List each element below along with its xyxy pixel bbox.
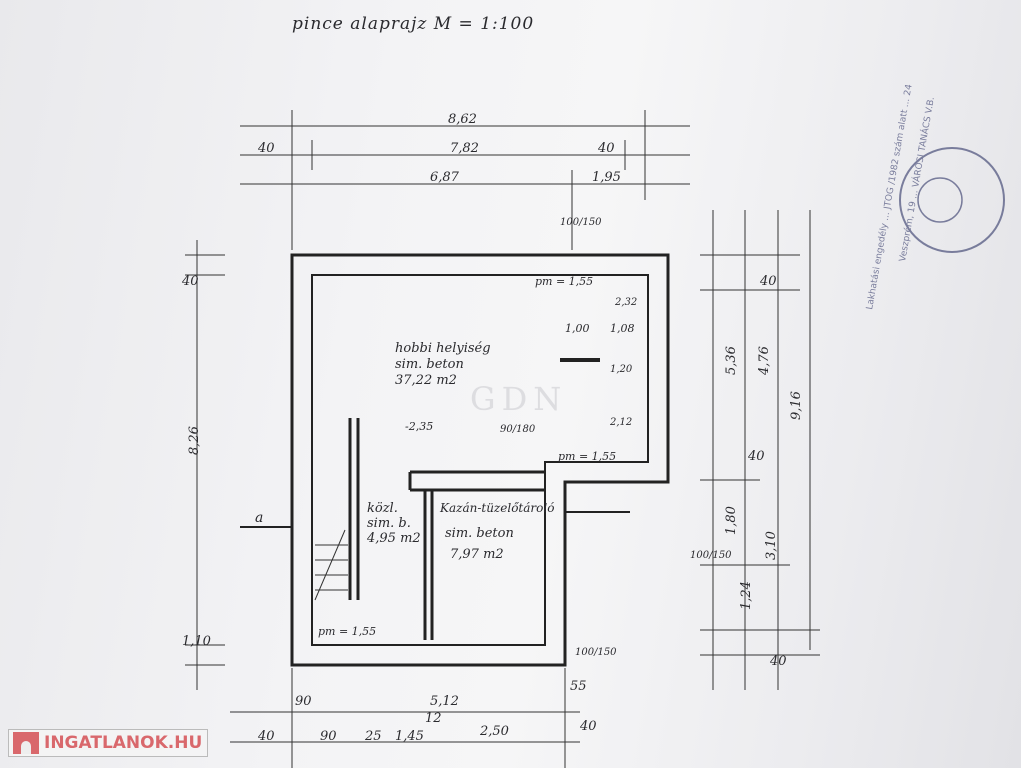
- plan-title: pince alaprajz M = 1:100: [292, 14, 535, 34]
- section-marker: a: [255, 510, 263, 526]
- walls: [290, 253, 670, 667]
- dim-label: 90/180: [500, 424, 536, 435]
- dim-label: 55: [570, 679, 587, 694]
- dim-label: 1,10: [182, 634, 211, 649]
- dim-label: 8,62: [448, 112, 477, 127]
- dim-label: pm = 1,55: [535, 275, 593, 288]
- dim-label: 90: [295, 694, 312, 709]
- dim-label: 1,95: [592, 170, 621, 185]
- dim-label: -2,35: [405, 420, 433, 433]
- dim-label: 1,45: [395, 729, 424, 744]
- dim-label: 3,10: [764, 531, 779, 560]
- dim-label: 25: [364, 729, 382, 744]
- dim-label: 40: [769, 654, 787, 669]
- ingatlanok-logo: INGATLANOK.HU: [8, 729, 208, 757]
- dim-label: 5,36: [724, 346, 739, 375]
- dim-label: 8,26: [187, 426, 202, 455]
- dim-label: 40: [759, 274, 777, 289]
- dim-label: 1,20: [610, 364, 633, 375]
- room-floor: sim. beton: [395, 357, 464, 372]
- dim-label: 1,08: [610, 322, 635, 335]
- room-name: közl.: [367, 501, 398, 516]
- dim-label: 40: [747, 449, 765, 464]
- dim-label: 1,80: [724, 506, 739, 535]
- dim-label: 1,00: [565, 322, 590, 335]
- room-name: Kazán-tüzelőtároló: [439, 501, 554, 515]
- dim-label: 100/150: [690, 550, 732, 561]
- room-name: hobbi helyiség: [395, 341, 491, 356]
- dim-label: 1,24: [739, 581, 754, 610]
- dim-label: 6,87: [430, 170, 460, 185]
- dim-label: 40: [597, 141, 615, 156]
- dim-label: pm = 1,55: [558, 450, 616, 463]
- room-area: 7,97 m2: [450, 547, 504, 562]
- dim-label: 2,50: [479, 724, 509, 739]
- dim-label: 40: [579, 719, 597, 734]
- stamp-side-text: Lakhatási engedély ... JTOG /1982 szám a…: [864, 83, 915, 310]
- room-floor: sim. beton: [445, 526, 514, 541]
- room-area: 37,22 m2: [395, 373, 457, 388]
- staircase: [314, 529, 348, 601]
- dim-label: 40: [257, 729, 275, 744]
- dim-label: 40: [181, 274, 199, 289]
- dim-label: 5,12: [430, 694, 459, 709]
- dim-label: 7,82: [450, 141, 479, 156]
- dim-label: 4,76: [757, 346, 772, 376]
- dim-label: 100/150: [575, 647, 617, 658]
- official-stamp: Veszprém, 19 ... VÁROSI TANÁCS V.B. Lakh…: [864, 83, 1005, 311]
- dim-label: 100/150: [560, 217, 602, 228]
- dim-label: pm = 1,55: [318, 625, 376, 638]
- dim-label: 2,12: [609, 417, 632, 428]
- dim-label: 12: [425, 711, 442, 726]
- dim-label: 9,16: [789, 391, 804, 420]
- room-area: 4,95 m2: [366, 531, 421, 546]
- house-icon: [13, 732, 39, 754]
- dim-label: 40: [257, 141, 275, 156]
- watermark: GDN: [470, 380, 568, 418]
- room-floor: sim. b.: [367, 516, 411, 531]
- logo-text: INGATLANOK.HU: [44, 733, 203, 753]
- dim-label: 2,32: [614, 297, 637, 308]
- dim-label: 90: [320, 729, 337, 744]
